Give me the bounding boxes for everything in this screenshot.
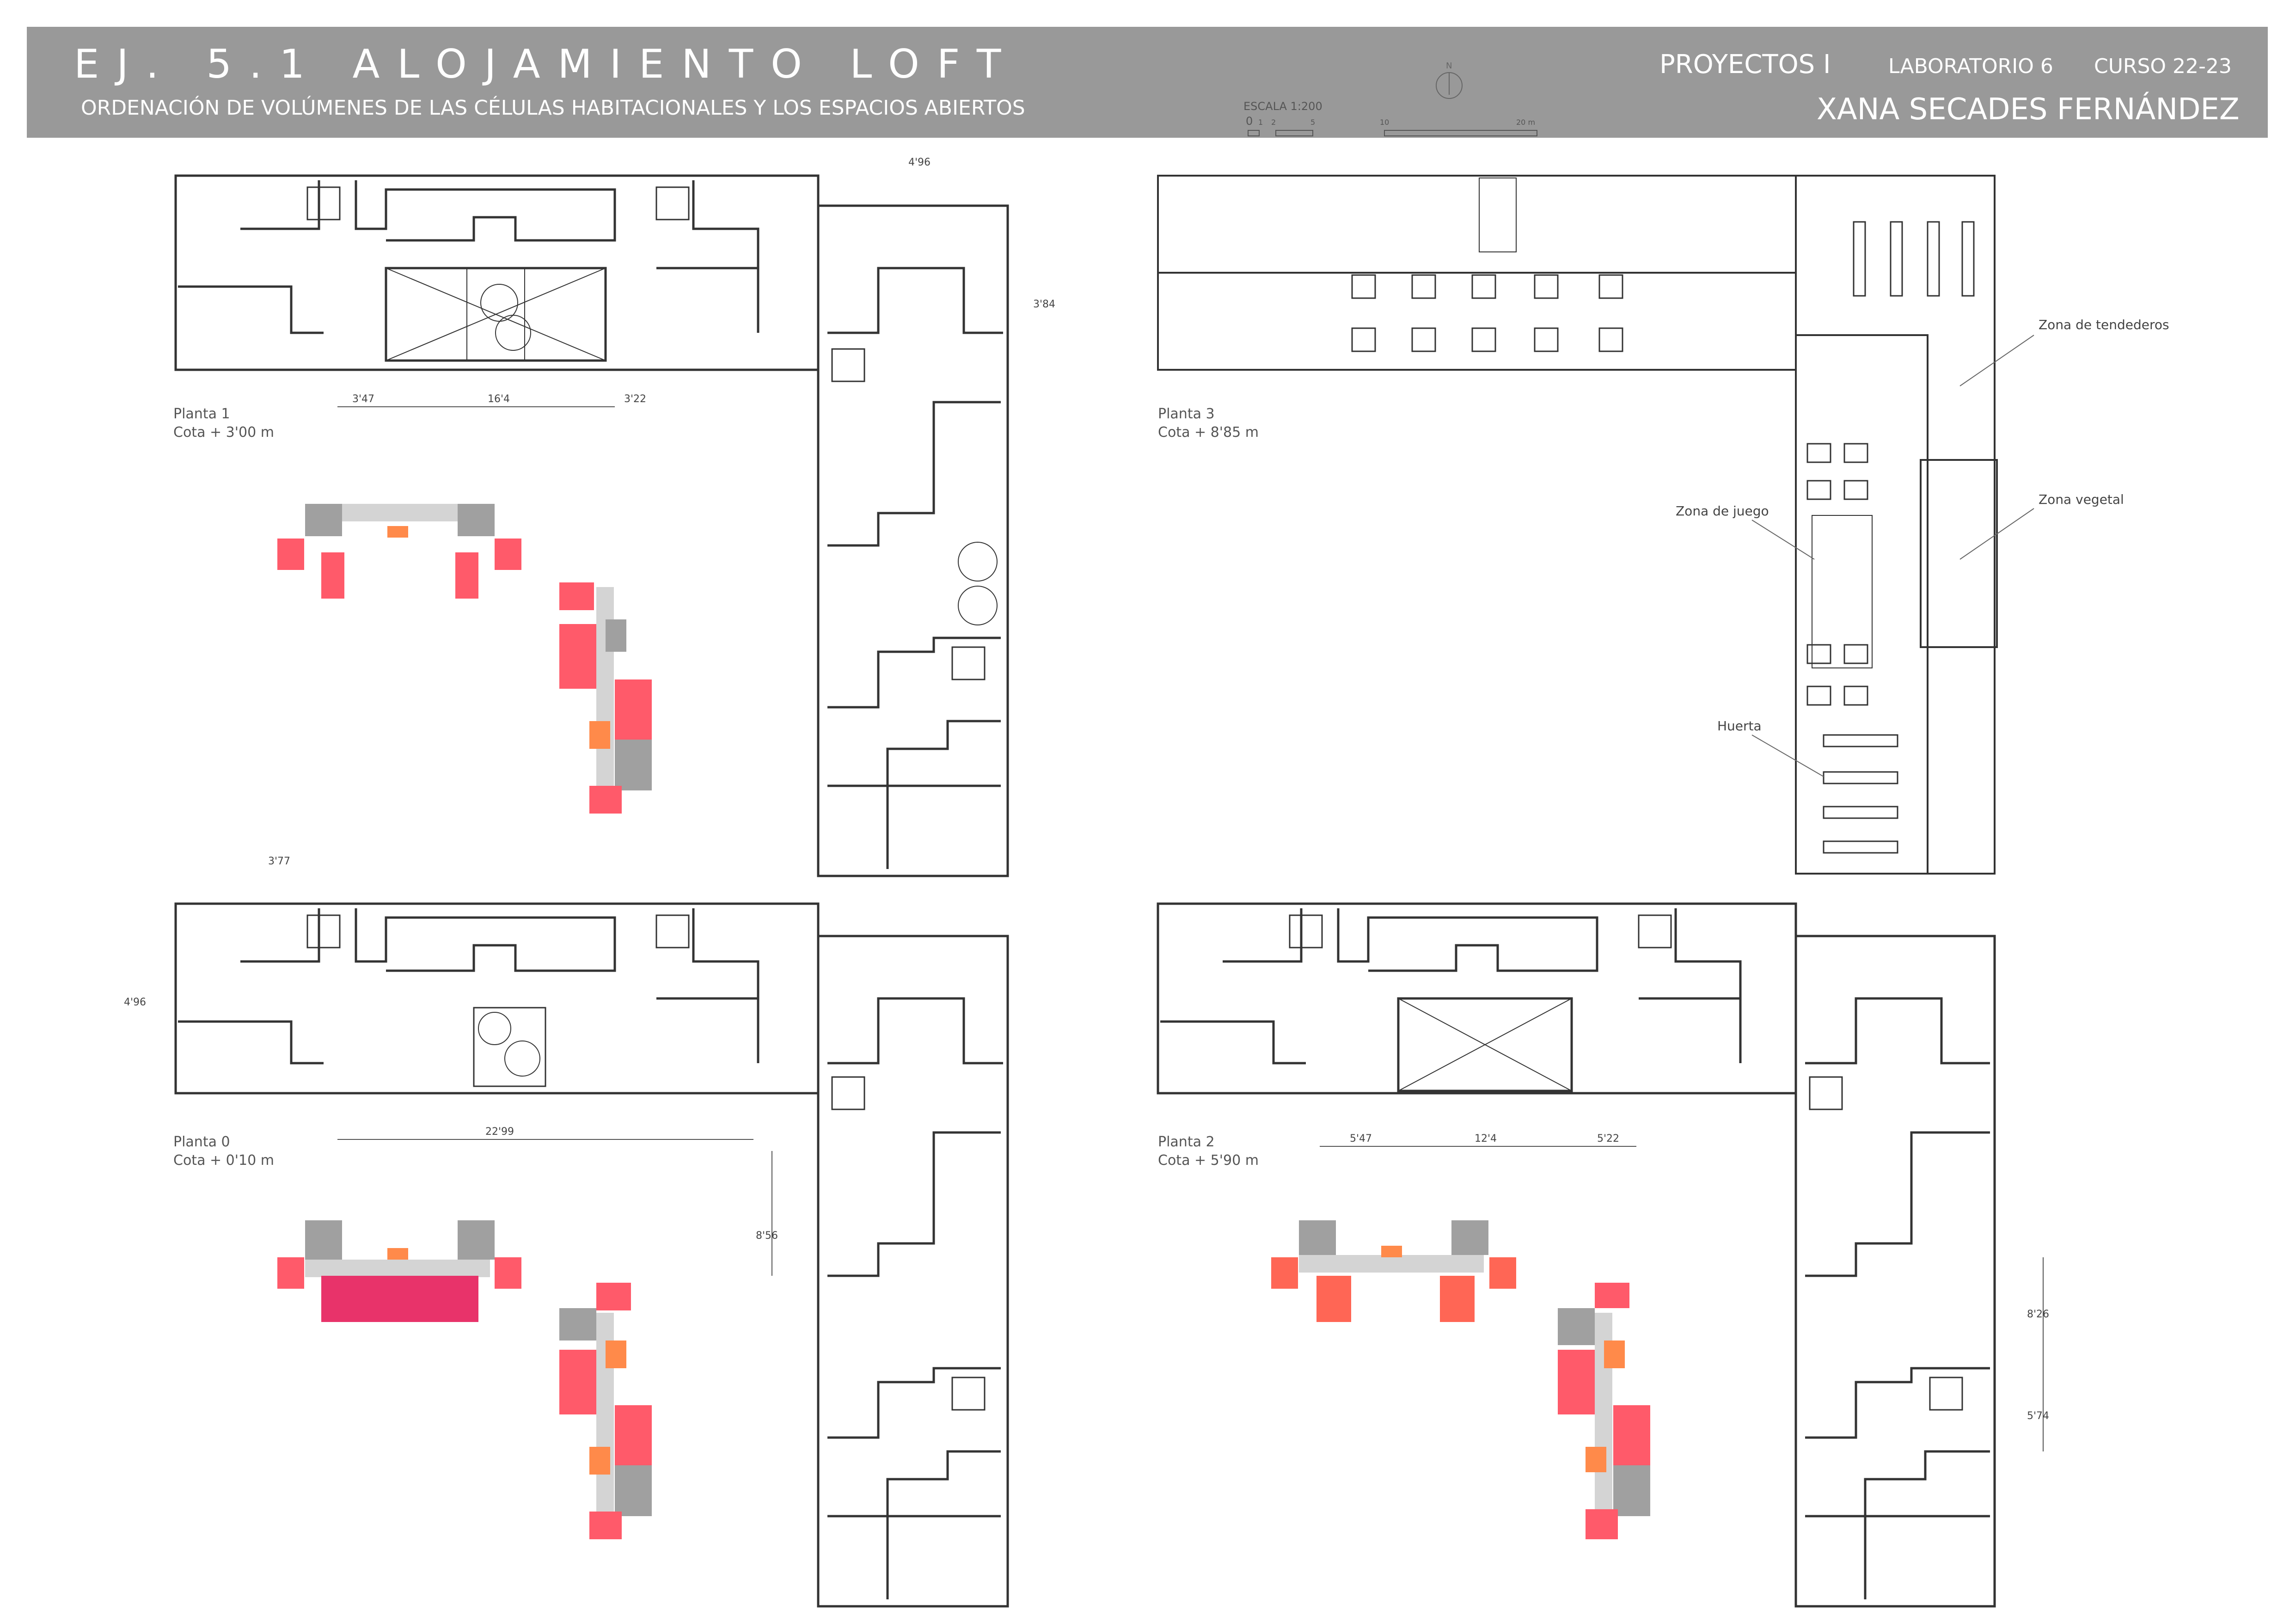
sheet-title: EJ. 5.1 ALOJAMIENTO LOFT [74, 41, 1018, 87]
scale-label: ESCALA 1:200 [1243, 100, 1322, 113]
planta-0-level: Cota + 0'10 m [173, 1152, 274, 1169]
p0-dim-8-56: 8'56 [756, 1230, 778, 1242]
p0-dim-4-96: 4'96 [124, 997, 146, 1008]
planta-2-level: Cota + 5'90 m [1158, 1152, 1259, 1169]
zone-tendederos: Zona de tendederos [2039, 317, 2169, 332]
header-band: EJ. 5.1 ALOJAMIENTO LOFT ORDENACIÓN DE V… [27, 27, 2268, 138]
scale-bar: ESCALA 1:200 0 1 2 5 10 20 m [1243, 100, 1537, 136]
scale-tick-10: 10 [1380, 118, 1389, 127]
planta-3-level: Cota + 8'85 m [1158, 424, 1259, 441]
planta-2-dimensions: 5'47 12'4 5'22 8'26 5'74 [1320, 1133, 2049, 1451]
p2-dim-5-22: 5'22 [1597, 1133, 1619, 1145]
course-name: PROYECTOS I [1659, 49, 1831, 80]
p2-dim-8-26: 8'26 [2027, 1309, 2049, 1320]
north-label: N [1446, 61, 1452, 71]
plan-planta-3 [1157, 175, 1998, 875]
sheet-subtitle: ORDENACIÓN DE VOLÚMENES DE LAS CÉLULAS H… [81, 95, 1025, 120]
planta-0-name: Planta 0 [173, 1134, 230, 1150]
planta-1-name: Planta 1 [173, 406, 230, 422]
p2-dim-12-4: 12'4 [1475, 1133, 1497, 1145]
p0-volume-diagram [277, 1220, 652, 1539]
p0-dim-3-77: 3'77 [268, 856, 290, 867]
plan-planta-0 [174, 902, 1009, 1608]
author-name: XANA SECADES FERNÁNDEZ [1817, 92, 2240, 127]
planta-1-level: Cota + 3'00 m [173, 424, 274, 441]
plan-planta-1 [174, 174, 1009, 877]
p2-volume-diagram [1271, 1220, 1650, 1539]
p1-dim-16-4: 16'4 [488, 393, 510, 405]
scale-tick-5: 5 [1310, 118, 1315, 127]
planta-3-zone-labels: Zona de tendederos Zona vegetal Zona de … [1676, 317, 2169, 777]
planta-1-dimensions: 4'96 3'84 3'47 16'4 3'22 [337, 157, 1055, 407]
p2-dim-5-47: 5'47 [1350, 1133, 1372, 1145]
scale-tick-1: 1 [1258, 118, 1263, 127]
scale-tick-2: 2 [1271, 118, 1276, 127]
planta-3-name: Planta 3 [1158, 406, 1215, 422]
p1-volume-diagram [277, 504, 652, 814]
lab-name: LABORATORIO 6 [1888, 55, 2053, 78]
p1-dim-3-47: 3'47 [352, 393, 374, 405]
scale-tick-20: 20 m [1516, 118, 1535, 127]
north-arrow: N [1436, 61, 1463, 99]
planta-3-furniture [1351, 178, 1975, 854]
p1-dim-3-84: 3'84 [1033, 299, 1055, 310]
scale-tick-0: 0 [1246, 115, 1253, 128]
zone-juego: Zona de juego [1676, 503, 1769, 519]
p2-dim-5-74: 5'74 [2027, 1410, 2049, 1422]
plan-planta-2 [1157, 902, 1996, 1608]
planta-2-name: Planta 2 [1158, 1134, 1215, 1150]
p0-dim-22-99: 22'99 [485, 1126, 514, 1138]
planta-0-dimensions: 3'77 4'96 22'99 8'56 [124, 856, 778, 1276]
p1-dim-4-96: 4'96 [908, 157, 931, 168]
zone-huerta: Huerta [1717, 718, 1762, 734]
zone-vegetal: Zona vegetal [2039, 492, 2124, 507]
p1-dim-3-22: 3'22 [624, 393, 646, 405]
course-year: CURSO 22-23 [2094, 55, 2232, 78]
